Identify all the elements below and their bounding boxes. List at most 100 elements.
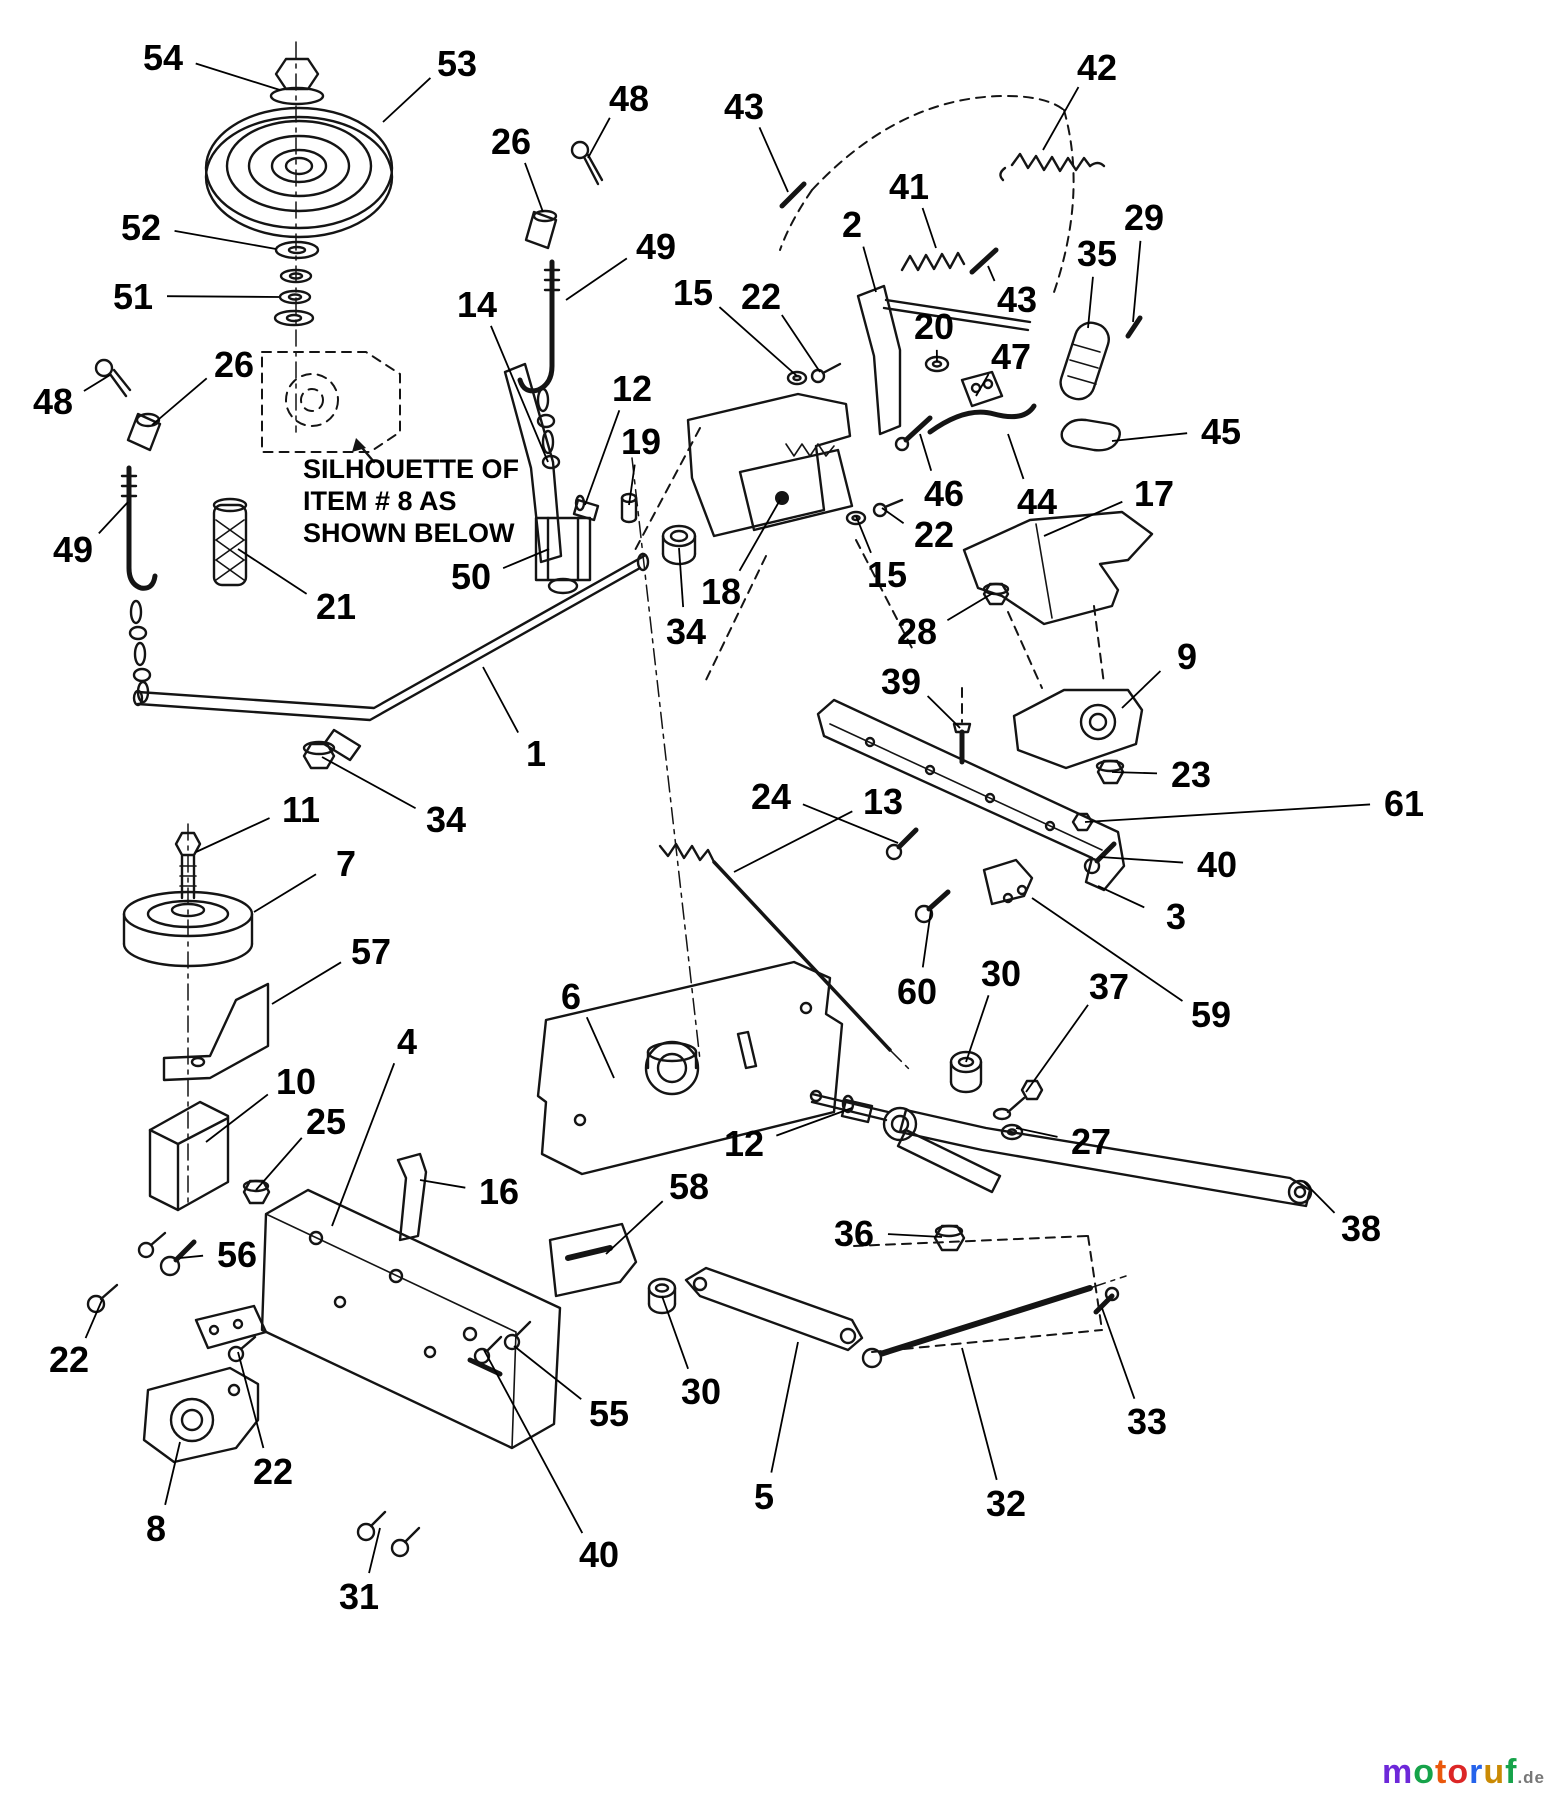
- part-label-22: 22: [49, 1339, 89, 1380]
- part-label-22: 22: [741, 276, 781, 317]
- screw-22d: [227, 1345, 245, 1363]
- base-plate-4-assembly: [194, 1152, 638, 1558]
- bolt-39: [952, 722, 972, 734]
- leader-line-45: [1111, 432, 1188, 442]
- part-label-34: 34: [426, 799, 466, 840]
- leader-line-19: [628, 464, 636, 506]
- leader-line-53: [382, 77, 432, 123]
- lift-rod-49: [126, 465, 158, 591]
- part-label-40: 40: [579, 1534, 619, 1575]
- leader-line-21: [237, 548, 308, 595]
- leader-line-46: [919, 433, 933, 472]
- note-line-3: SHOWN BELOW: [303, 518, 515, 548]
- nut-36: [933, 1224, 966, 1252]
- grip-21: [212, 497, 248, 587]
- part-label-39: 39: [881, 661, 921, 702]
- silhouette-note: SILHOUETTE OF ITEM # 8 AS SHOWN BELOW: [303, 454, 519, 548]
- watermark-word: motoruf: [1382, 1753, 1517, 1791]
- leader-line-22: [881, 507, 905, 525]
- plate-4: [260, 1188, 562, 1450]
- leader-line-15: [718, 306, 798, 377]
- leader-line-49: [565, 257, 628, 301]
- part-label-58: 58: [669, 1166, 709, 1207]
- leader-line-61: [1084, 803, 1371, 823]
- leader-line-30: [661, 1295, 689, 1370]
- leader-line-15: [855, 515, 872, 554]
- part-label-53: 53: [437, 43, 477, 84]
- part-label-22: 22: [914, 514, 954, 555]
- leader-line-12: [776, 1107, 853, 1137]
- leader-line-27: [1015, 1127, 1058, 1138]
- part-label-25: 25: [306, 1101, 346, 1142]
- part-label-36: 36: [834, 1213, 874, 1254]
- chain-link: [129, 599, 143, 625]
- watermark-suffix: .de: [1517, 1768, 1545, 1787]
- lift-plate-6: [536, 960, 874, 1176]
- bolt-31b: [390, 1538, 410, 1558]
- part-label-44: 44: [1017, 481, 1057, 522]
- leader-line-50: [502, 548, 550, 569]
- left-hook-chain-assembly: [94, 358, 162, 704]
- leader-line-12: [584, 409, 621, 506]
- watermark-letter: f: [1505, 1753, 1518, 1791]
- part-label-42: 42: [1077, 47, 1117, 88]
- leader-line-47: [975, 373, 990, 397]
- part-label-55: 55: [589, 1393, 629, 1434]
- arm-5-assembly: [647, 1235, 1127, 1369]
- leader-line-48: [83, 374, 111, 392]
- leader-line-24: [802, 803, 899, 844]
- cotter-pin-48: [94, 358, 114, 378]
- bracket-57: [162, 982, 270, 1082]
- lever-44: [927, 403, 1037, 435]
- spring-42: [1010, 152, 1092, 173]
- leader-line-34: [321, 756, 417, 810]
- leader-line-54: [195, 62, 281, 91]
- leader-line-44: [1007, 433, 1025, 480]
- leader-line-31: [368, 1527, 381, 1574]
- part-label-15: 15: [673, 272, 713, 313]
- leader-line-52: [174, 229, 277, 250]
- part-label-30: 30: [981, 953, 1021, 994]
- bent-lift-rod-1: [132, 552, 650, 770]
- part-label-52: 52: [121, 207, 161, 248]
- bolt-40a: [1083, 857, 1101, 875]
- leader-line-26: [151, 377, 208, 426]
- part-label-18: 18: [701, 571, 741, 612]
- part-label-41: 41: [889, 166, 929, 207]
- part-label-43: 43: [724, 86, 764, 127]
- bellcrank-38-assembly: [810, 1050, 1313, 1252]
- part-label-32: 32: [986, 1483, 1026, 1524]
- leader-line-2: [862, 246, 877, 293]
- note-line-1: SILHOUETTE OF: [303, 454, 519, 484]
- washer-51c: [273, 309, 315, 327]
- part-label-48: 48: [33, 381, 73, 422]
- leader-line-23: [1111, 771, 1158, 775]
- spring-rod-13: [631, 457, 913, 1073]
- bolt-22a: [810, 368, 826, 384]
- center-bracket-plate: [633, 392, 913, 681]
- pedal-pad-45: [1060, 418, 1121, 452]
- part-label-28: 28: [897, 611, 937, 652]
- washer-15b: [845, 510, 867, 526]
- leader-line-4: [331, 1062, 396, 1227]
- watermark-letter: u: [1483, 1753, 1506, 1791]
- pin-43b: [969, 247, 999, 275]
- leader-line-3: [1097, 885, 1145, 909]
- part-label-49: 49: [636, 226, 676, 267]
- leader-line-26: [524, 162, 544, 213]
- leader-line-36: [887, 1233, 943, 1238]
- bolt-56: [159, 1255, 181, 1277]
- pin-12: [572, 498, 600, 522]
- part-label-11: 11: [282, 789, 320, 830]
- bushing-34: [661, 524, 697, 548]
- leader-line-32: [961, 1347, 998, 1481]
- leader-line-60: [921, 909, 932, 968]
- leader-line-33: [1101, 1307, 1136, 1400]
- small-plate: [194, 1304, 268, 1350]
- nut-54: [274, 57, 320, 91]
- flange-nut-34b: [302, 742, 336, 770]
- part-label-48: 48: [609, 78, 649, 119]
